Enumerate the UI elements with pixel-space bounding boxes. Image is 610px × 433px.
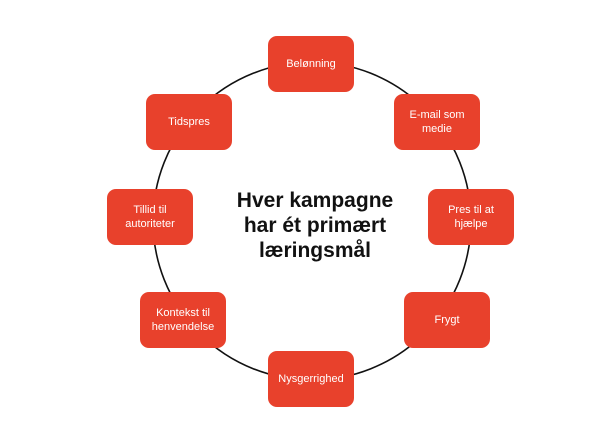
node-tillid-til-autoriteter: Tillid til autoriteter — [107, 189, 193, 245]
node-tidspres: Tidspres — [146, 94, 232, 150]
node-frygt: Frygt — [404, 292, 490, 348]
node-nysgerrighed: Nysgerrighed — [268, 351, 354, 407]
node-beloenning: Belønning — [268, 36, 354, 92]
center-title-line-1: Hver kampagne — [236, 189, 394, 212]
center-title: Hver kampagne har ét primært læringsmål — [205, 188, 425, 263]
node-pres-til-at-hjaelpe: Pres til at hjælpe — [428, 189, 514, 245]
center-title-line-3: læringsmål — [258, 239, 372, 262]
node-kontekst-til-henvendelse: Kontekst til henvendelse — [140, 292, 226, 348]
center-title-line-2: har ét primært — [243, 214, 387, 237]
node-email-som-medie: E-mail som medie — [394, 94, 480, 150]
